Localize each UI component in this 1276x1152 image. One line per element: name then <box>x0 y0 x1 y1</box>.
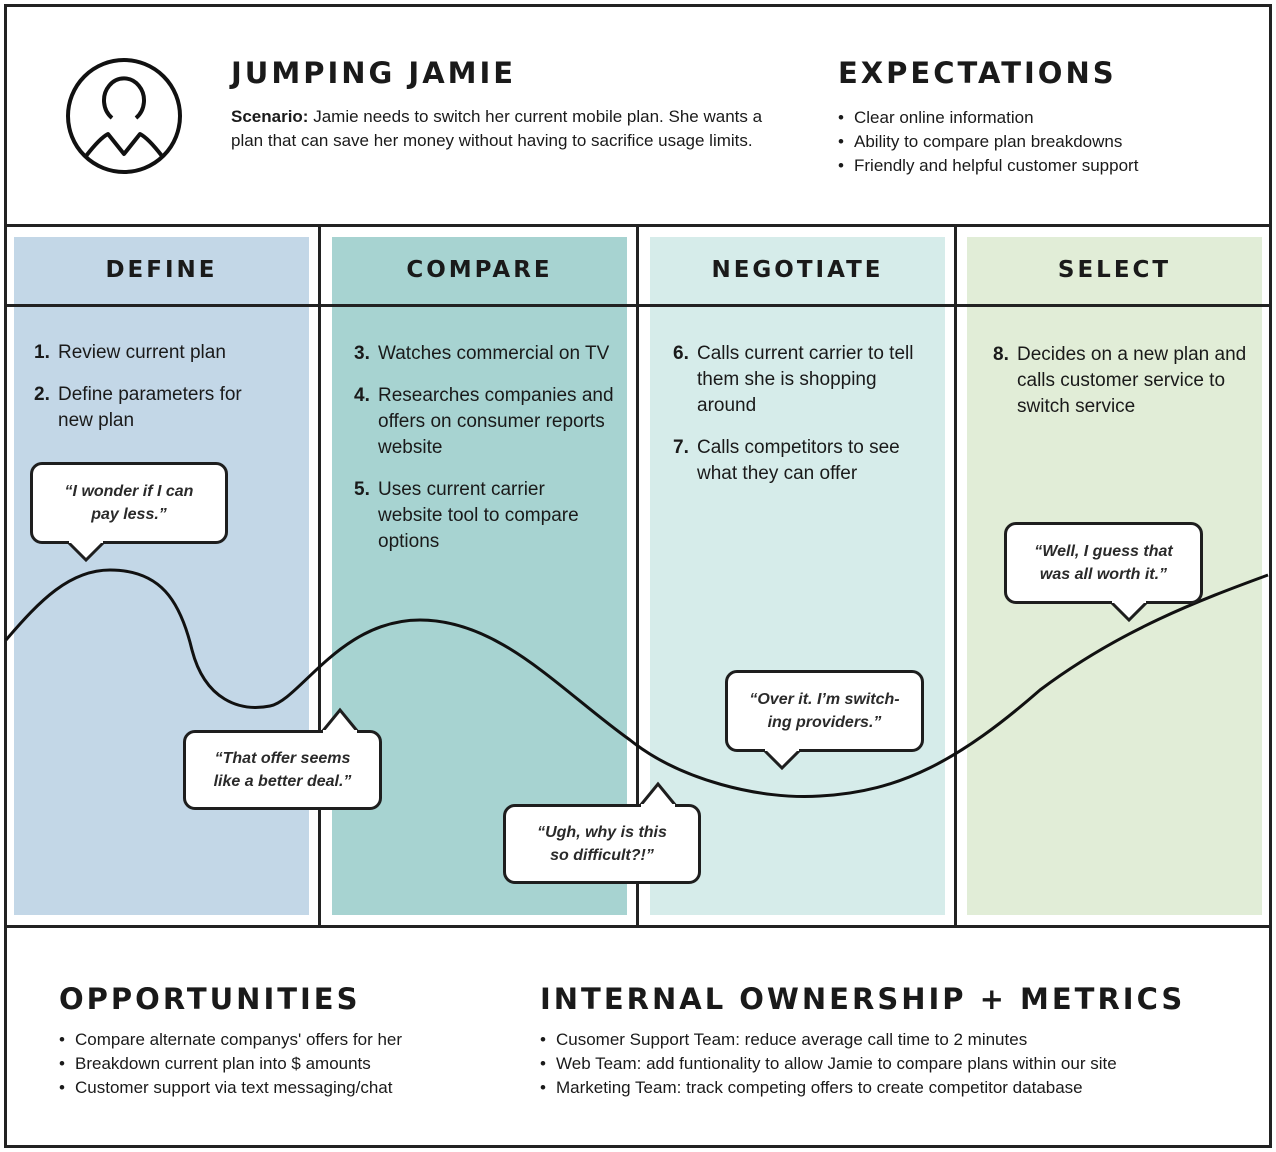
step-number: 1. <box>34 342 50 363</box>
step-item: 7. Calls competitors to see what they can… <box>673 435 923 487</box>
step-number: 8. <box>993 344 1009 365</box>
step-item: 1. Review current plan <box>34 340 274 366</box>
step-item: 2. Define parameters for new plan <box>34 382 274 434</box>
persona-name: JUMPING JAMIE <box>231 56 517 90</box>
stage-title-define: DEFINE <box>105 257 218 283</box>
ownership-item: Marketing Team: track competing offers t… <box>538 1076 1117 1100</box>
define-steps: 1. Review current plan 2. Define parameter… <box>34 340 274 450</box>
ownership-item: Cusomer Support Team: reduce average cal… <box>538 1028 1117 1052</box>
step-text: Researches companies and offers on consu… <box>378 385 614 458</box>
bubble-tail-down <box>1109 598 1149 623</box>
opportunities-list: Compare alternate companys' offers for h… <box>57 1028 402 1100</box>
step-text: Decides on a new plan and calls customer… <box>1017 344 1247 417</box>
stage-title-compare: COMPARE <box>406 257 553 283</box>
stage-divider-3 <box>954 224 957 928</box>
bubble-tail-down <box>762 746 802 771</box>
step-item: 8. Decides on a new plan and calls custom… <box>993 342 1258 420</box>
step-text: Calls competitors to see what they can o… <box>697 437 900 484</box>
quote-line: “I wonder if I can <box>64 483 194 500</box>
step-item: 3. Watches commercial on TV <box>354 341 614 367</box>
step-number: 4. <box>354 385 370 406</box>
opportunity-item: Breakdown current plan into $ amounts <box>57 1052 402 1076</box>
quote-line: “Ugh, why is this <box>537 824 667 841</box>
quote-line: “Over it. I’m switch- <box>749 691 900 708</box>
expectation-item: Clear online information <box>836 106 1138 130</box>
step-text: Define parameters for new plan <box>58 384 242 431</box>
ownership-list: Cusomer Support Team: reduce average cal… <box>538 1028 1117 1100</box>
user-circle-icon <box>66 58 182 174</box>
quote-line: “That offer seems <box>214 750 351 767</box>
step-text: Uses current carrier website tool to com… <box>378 479 579 552</box>
expectations-list: Clear online information Ability to comp… <box>836 106 1138 178</box>
quote-bubble-select: “Well, I guess that was all worth it.” <box>1004 522 1203 604</box>
ownership-item: Web Team: add funtionality to allow Jami… <box>538 1052 1117 1076</box>
quote-bubble-define: “I wonder if I can pay less.” <box>30 462 228 544</box>
compare-steps: 3. Watches commercial on TV 4. Researches … <box>354 341 614 571</box>
step-text: Review current plan <box>58 342 226 363</box>
quote-line: so difficult?!” <box>550 847 654 864</box>
step-text: Watches commercial on TV <box>378 343 610 364</box>
quote-line: ing providers.” <box>767 714 882 731</box>
quote-line: pay less.” <box>91 506 167 523</box>
step-item: 5. Uses current carrier website tool to c… <box>354 477 614 555</box>
expectation-item: Friendly and helpful customer support <box>836 154 1138 178</box>
opportunities-title: OPPORTUNITIES <box>59 982 361 1016</box>
bubble-tail-up <box>638 781 678 808</box>
journey-map-frame <box>4 4 1272 1148</box>
quote-bubble-frustration: “Ugh, why is this so difficult?!” <box>503 804 701 884</box>
step-number: 3. <box>354 343 370 364</box>
emotion-curve-line <box>4 568 1269 798</box>
opportunity-item: Compare alternate companys' offers for h… <box>57 1028 402 1052</box>
quote-line: like a better deal.” <box>213 773 352 790</box>
negotiate-steps: 6. Calls current carrier to tell them she… <box>673 341 923 503</box>
quote-bubble-negotiate: “Over it. I’m switch-ing providers.” <box>725 670 924 752</box>
step-number: 7. <box>673 437 689 458</box>
bubble-tail-down <box>66 538 106 563</box>
stage-title-select: SELECT <box>1057 257 1172 283</box>
scenario-body: Jamie needs to switch her current mobile… <box>231 107 763 150</box>
select-steps: 8. Decides on a new plan and calls custom… <box>993 342 1258 436</box>
bubble-tail-up <box>320 707 360 734</box>
step-number: 5. <box>354 479 370 500</box>
scenario-text: Scenario: Jamie needs to switch her curr… <box>231 105 791 153</box>
quote-bubble-compare: “That offer seems like a better deal.” <box>183 730 382 810</box>
step-text: Calls current carrier to tell them she i… <box>697 343 914 416</box>
expectations-title: EXPECTATIONS <box>838 56 1117 90</box>
opportunity-item: Customer support via text messaging/chat <box>57 1076 402 1100</box>
scenario-label: Scenario: <box>231 107 309 126</box>
quote-line: was all worth it.” <box>1039 566 1168 583</box>
stage-title-negotiate: NEGOTIATE <box>711 257 884 283</box>
step-number: 2. <box>34 384 50 405</box>
step-item: 6. Calls current carrier to tell them she… <box>673 341 923 419</box>
step-item: 4. Researches companies and offers on con… <box>354 383 614 461</box>
stage-divider-2 <box>636 224 639 928</box>
quote-line: “Well, I guess that <box>1034 543 1173 560</box>
stage-bg-negotiate <box>650 237 945 915</box>
ownership-title: INTERNAL OWNERSHIP + METRICS <box>540 982 1186 1016</box>
stage-divider-1 <box>318 224 321 928</box>
expectation-item: Ability to compare plan breakdowns <box>836 130 1138 154</box>
step-number: 6. <box>673 343 689 364</box>
